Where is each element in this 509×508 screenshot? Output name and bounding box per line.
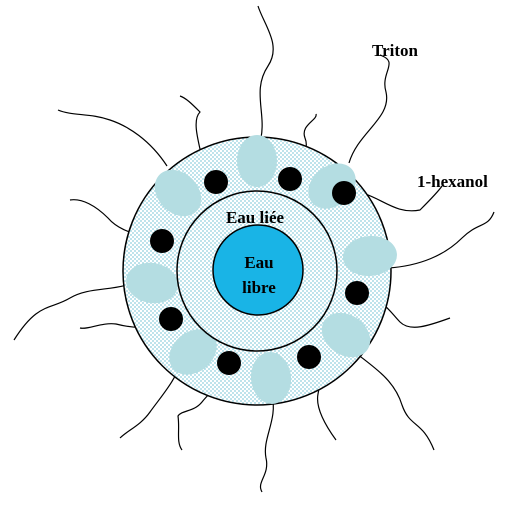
triton-tail — [357, 354, 434, 450]
triton-label: Triton — [372, 41, 419, 60]
free-water-label-line1: Eau — [244, 253, 273, 272]
hexanol-head — [297, 345, 321, 369]
hexanol-head — [278, 167, 302, 191]
triton-tail — [14, 278, 142, 340]
hexanol-head — [204, 170, 228, 194]
hexanol-head — [345, 281, 369, 305]
hexanol-head — [159, 307, 183, 331]
triton-tail — [260, 395, 273, 492]
hexanol-head — [217, 351, 241, 375]
triton-head — [237, 135, 277, 187]
hexanol-label: 1-hexanol — [417, 172, 488, 191]
free-water-label-line2: libre — [242, 278, 276, 297]
triton-tail — [388, 212, 494, 268]
bound-water-label: Eau liée — [226, 208, 285, 227]
hexanol-head — [332, 181, 356, 205]
hexanol-head — [150, 229, 174, 253]
triton-tail — [349, 55, 389, 163]
triton-tail — [58, 110, 167, 166]
triton-tail — [258, 6, 273, 138]
